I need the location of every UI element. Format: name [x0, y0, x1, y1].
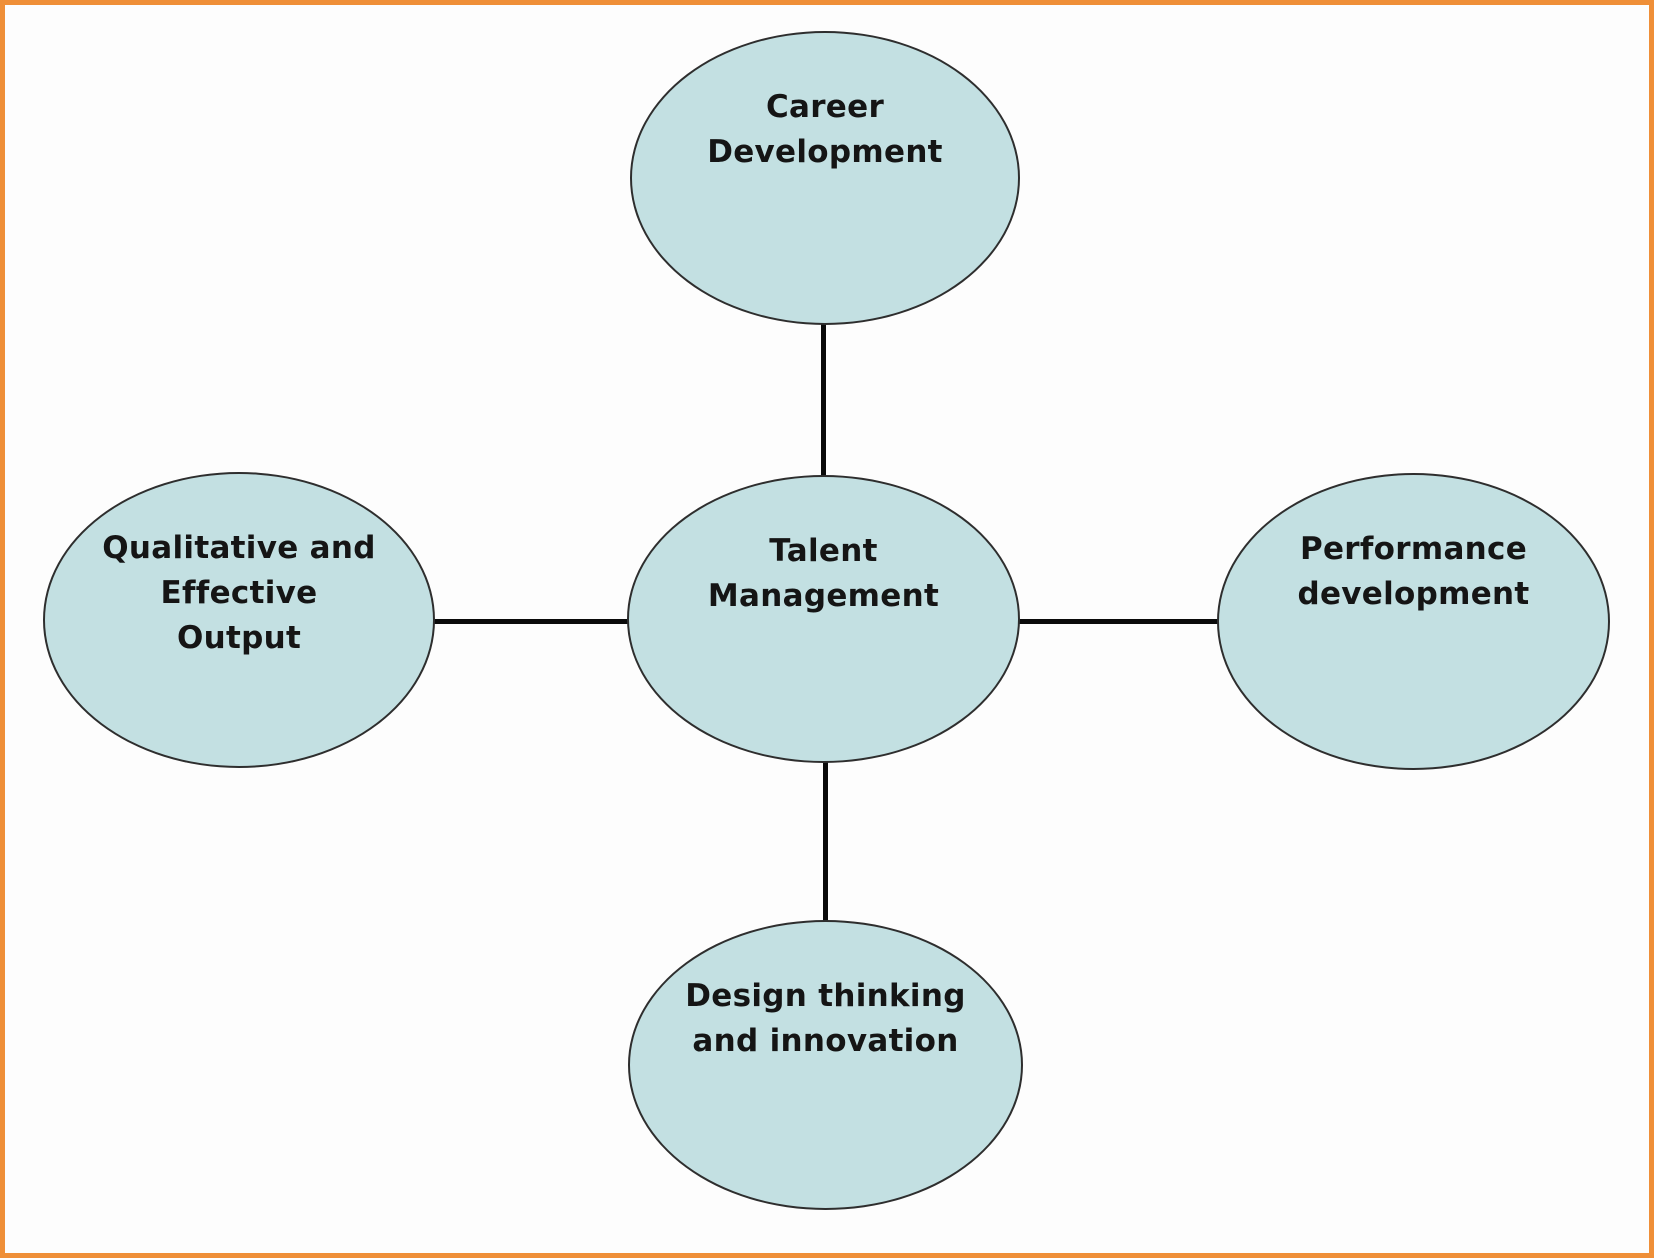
node-label-line: Output	[176, 620, 302, 656]
node-label: Design thinking and innovation	[630, 974, 1021, 1064]
node-label-line: Career	[765, 89, 885, 125]
node-label: Career Development	[632, 85, 1018, 175]
connector-center-to-bottom	[823, 759, 828, 925]
connector-center-to-left	[431, 619, 631, 624]
node-qualitative-effective-output: Qualitative and Effective Output	[43, 472, 435, 768]
node-label-line: Management	[707, 578, 940, 614]
node-label: Performance development	[1219, 527, 1608, 617]
node-label-line: development	[1297, 576, 1530, 612]
node-label: Talent Management	[629, 529, 1018, 619]
node-label: Qualitative and Effective Output	[45, 526, 433, 661]
node-label-line: Design thinking	[685, 978, 966, 1014]
node-label-line: Talent	[769, 533, 878, 569]
connector-center-to-right	[1016, 619, 1221, 624]
connector-center-to-top	[821, 323, 826, 481]
node-design-thinking-innovation: Design thinking and innovation	[628, 920, 1023, 1210]
node-talent-management: Talent Management	[627, 475, 1020, 763]
node-performance-development: Performance development	[1217, 473, 1610, 770]
node-label-line: Development	[707, 134, 943, 170]
node-label-line: Performance	[1299, 531, 1528, 567]
node-career-development: Career Development	[630, 31, 1020, 325]
node-label-line: and innovation	[692, 1023, 959, 1059]
node-label-line: Effective	[160, 575, 318, 611]
node-label-line: Qualitative and	[102, 530, 376, 566]
